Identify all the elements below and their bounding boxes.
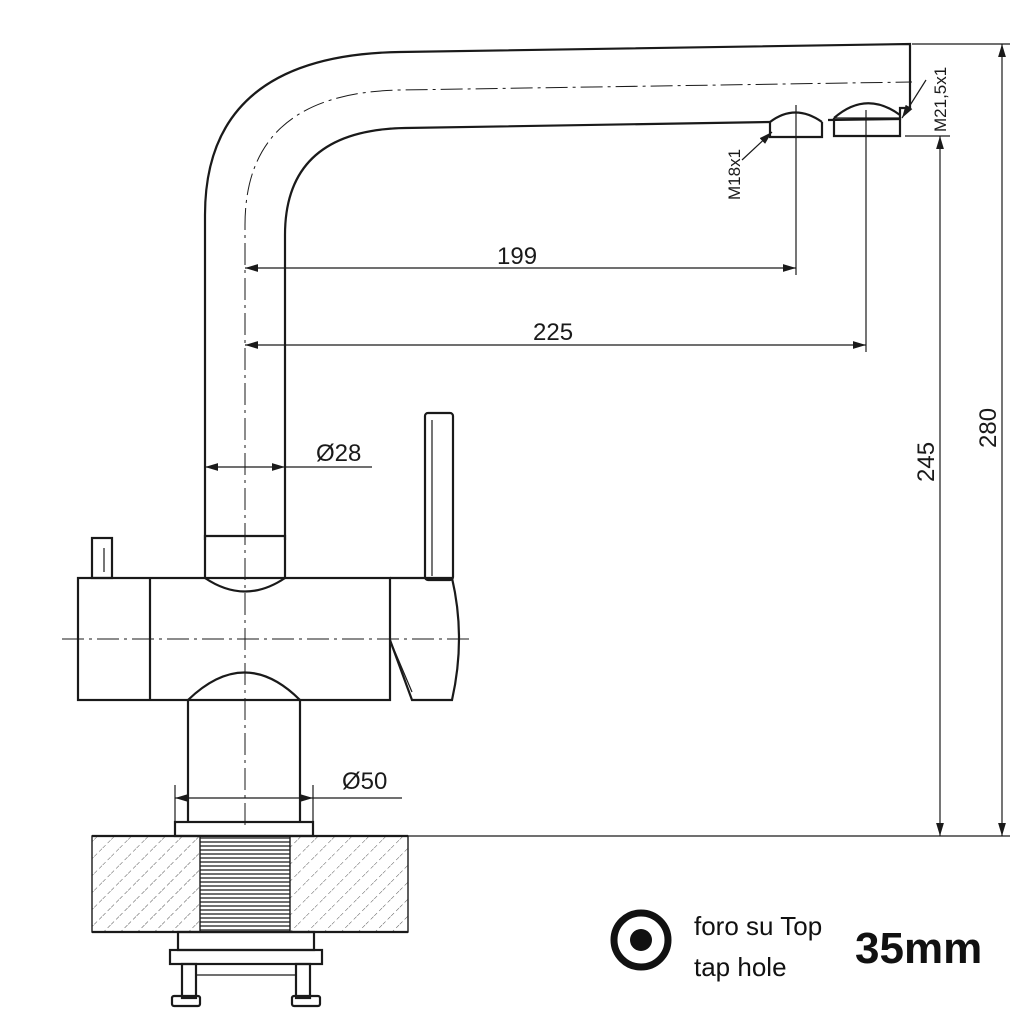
mounting-hardware <box>168 930 324 1008</box>
spout <box>203 42 913 825</box>
countertop-section <box>91 834 1010 934</box>
mixer-body <box>62 411 470 838</box>
thread-m21-label: M21,5x1 <box>931 67 950 132</box>
dim-280-label: 280 <box>975 408 1002 448</box>
dim-spout-diameter-label: Ø28 <box>316 440 361 467</box>
target-circle-icon <box>610 909 672 971</box>
legend-line-2: tap hole <box>694 952 787 982</box>
aerator-outlets <box>768 102 902 139</box>
dim-225-label: 225 <box>533 319 573 346</box>
dimension-lines <box>174 43 1010 836</box>
hole-size-label: 35mm <box>855 924 982 973</box>
dim-body-diameter-label: Ø50 <box>342 768 387 795</box>
dim-245-label: 245 <box>913 442 940 482</box>
thread-m18-label: M18x1 <box>725 149 744 200</box>
legend-line-1: foro su Top <box>694 911 822 941</box>
dim-199-label: 199 <box>497 243 537 270</box>
